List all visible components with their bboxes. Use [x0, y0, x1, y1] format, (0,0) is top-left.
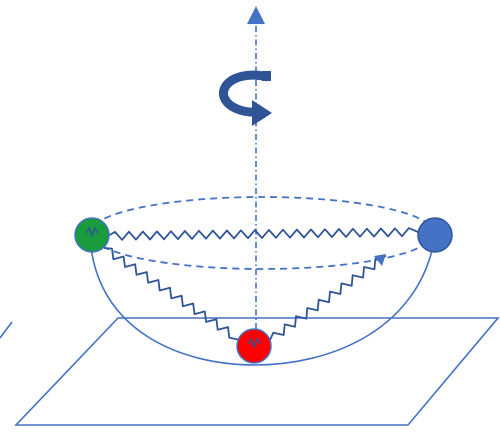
bowl-curve: [89, 235, 436, 366]
spring-green-blue: [107, 227, 419, 241]
springs-group: [103, 227, 419, 341]
rotation-arrow-icon: [219, 70, 272, 126]
axis-arrowhead-icon: [247, 6, 265, 24]
ground-plane-edge-fragment: [0, 321, 13, 339]
red-sphere-spring-stub: [247, 337, 261, 350]
green-sphere-spring-stub: [85, 226, 99, 239]
spring-arrowhead-icon: [374, 254, 386, 266]
blue-sphere: [417, 217, 453, 253]
ground-plane: [14, 317, 500, 426]
spring-green-red: [103, 247, 241, 341]
spring-red-blue: [269, 255, 387, 341]
